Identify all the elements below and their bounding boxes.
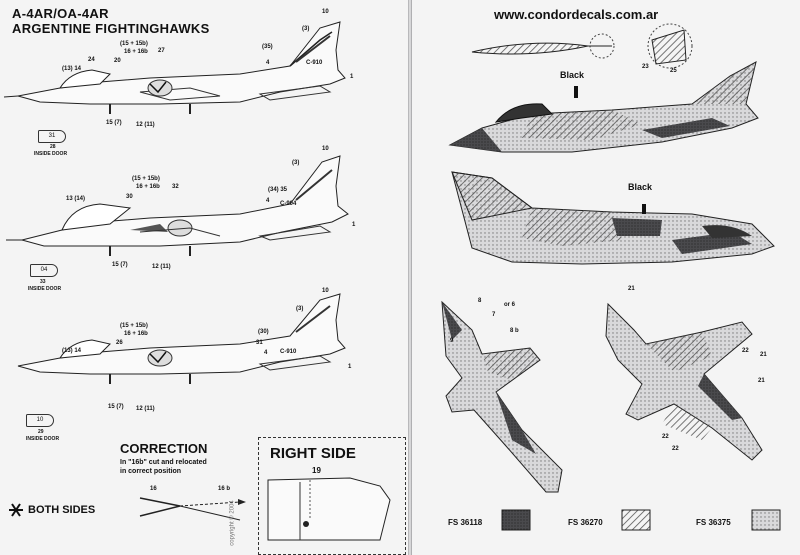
black-label-bottom: Black <box>628 182 653 192</box>
both-sides-legend: BOTH SIDES <box>28 504 96 516</box>
callout: 10 <box>322 9 329 15</box>
door-number: 28 <box>50 144 56 150</box>
callout: (3) <box>302 26 310 32</box>
callout: 32 <box>172 184 179 190</box>
callout: 4 <box>266 60 270 66</box>
callout: (15 + 15b) <box>132 176 160 182</box>
camouflage-views <box>441 23 781 531</box>
swatch-fs36375 <box>751 509 781 531</box>
swatch-fs36270 <box>621 509 651 531</box>
right-page: www.condordecals.com.ar <box>412 0 800 555</box>
correction-heading: CORRECTION <box>120 441 208 456</box>
correction-label-16: 16 <box>150 486 157 492</box>
callout: 15 (7) <box>108 404 124 410</box>
plan-callout: 21 <box>628 286 635 292</box>
callout: 20 <box>114 58 121 64</box>
right-side-detail <box>267 477 391 541</box>
callout: 4 <box>264 350 268 356</box>
sheet-subtitle: ARGENTINE FIGHTINGHAWKS <box>12 21 210 36</box>
inside-door-caption: INSIDE DOOR <box>26 436 60 442</box>
plan-callout: 8 b <box>510 328 519 334</box>
left-page: A-4AR/OA-4AR ARGENTINE FIGHTINGHAWKS <box>0 0 409 555</box>
correction-diagram <box>139 497 246 521</box>
callout: 12 (11) <box>136 122 155 128</box>
black-label-top: Black <box>560 70 585 80</box>
callout: (35) <box>262 44 273 50</box>
callout: 15 (7) <box>112 262 128 268</box>
plan-callout: 22 <box>672 446 679 452</box>
callout: 16 + 16b <box>124 49 148 55</box>
callout: (15 + 15b) <box>120 41 148 47</box>
callout: 10 <box>322 288 329 294</box>
inside-door-caption: INSIDE DOOR <box>34 151 68 157</box>
detail-callout: 23 <box>642 64 649 70</box>
aircraft-profile-1 <box>3 21 391 541</box>
callout: 10 <box>322 146 329 152</box>
callout: 1 <box>350 74 354 80</box>
callout: 26 <box>116 340 123 346</box>
door-number: 29 <box>38 429 44 435</box>
callout: 24 <box>88 57 95 63</box>
website-url: www.condordecals.com.ar <box>494 7 659 22</box>
correction-note: In "16b" cut and relocated in correct po… <box>120 459 207 475</box>
right-side-callout: 19 <box>312 466 321 475</box>
drop-tank-detail <box>471 33 615 59</box>
callout: 1 <box>348 364 352 370</box>
detail-callout: 25 <box>670 68 677 74</box>
plan-callout: or 6 <box>504 302 516 308</box>
callout: C-904 <box>280 201 297 207</box>
aircraft-side-view-3 <box>17 293 346 384</box>
plan-callout: 22 <box>662 434 669 440</box>
swatch-fs36118 <box>501 509 531 531</box>
callout: C-910 <box>280 349 297 355</box>
callout: 4 <box>266 198 270 204</box>
right-side-heading: RIGHT SIDE <box>270 445 356 462</box>
sheet-title: A-4AR/OA-4AR <box>12 6 109 21</box>
tail-detail <box>647 23 693 69</box>
callout: 16 + 16b <box>136 184 160 190</box>
plan-callout: 9 <box>450 338 454 344</box>
callout: 27 <box>158 48 165 54</box>
callout: 12 (11) <box>136 406 155 412</box>
plan-callout: 21 <box>760 352 767 358</box>
page-fold <box>408 0 412 555</box>
camo-plan-view-top <box>441 300 563 493</box>
callout: 31 <box>256 340 263 346</box>
aircraft-side-view-1 <box>3 21 346 114</box>
aircraft-side-view-2 <box>6 155 349 256</box>
door-number: 33 <box>40 279 46 285</box>
callout: 30 <box>126 194 133 200</box>
fs-code-36270: FS 36270 <box>568 518 603 527</box>
callout: (34) 35 <box>268 187 288 193</box>
plan-callout: 7 <box>492 312 496 318</box>
callout: 12 (11) <box>152 264 171 270</box>
copyright-text: copyright © 2004 <box>229 500 236 546</box>
callout: (13) 14 <box>62 66 82 72</box>
callout: (3) <box>292 160 300 166</box>
callout: 15 (7) <box>106 120 122 126</box>
inside-door-decal: 04 <box>30 264 58 277</box>
callout: (30) <box>258 329 269 335</box>
camo-side-view-2 <box>451 171 775 265</box>
fs-code-36375: FS 36375 <box>696 518 731 527</box>
callout: (15 + 15b) <box>120 323 148 329</box>
plan-callout: 22 <box>742 348 749 354</box>
plan-callout: 21 <box>758 378 765 384</box>
camo-plan-view-bottom <box>605 302 763 461</box>
plan-callout: 8 <box>478 298 482 304</box>
callout: 16 + 16b <box>124 331 148 337</box>
asterisk-icon <box>9 503 23 517</box>
inside-door-decal: 10 <box>26 414 54 427</box>
correction-label-16b: 16 b <box>218 486 231 492</box>
fs-code-36118: FS 36118 <box>448 518 483 527</box>
camo-side-view-1 <box>448 61 759 153</box>
callout: (13) 14 <box>62 348 82 354</box>
callout: 13 (14) <box>66 196 86 202</box>
inside-door-caption: INSIDE DOOR <box>28 286 62 292</box>
callout: (3) <box>296 306 304 312</box>
callout: C-910 <box>306 60 323 66</box>
callout: 1 <box>352 222 356 228</box>
inside-door-decal: 31 <box>38 130 66 143</box>
